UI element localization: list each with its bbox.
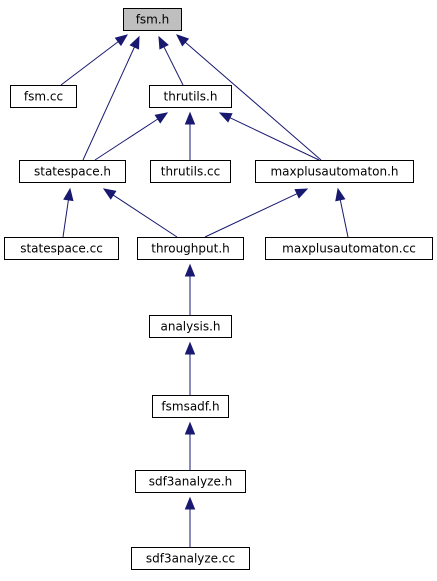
edge-fsm_cc-to-fsm_h [60, 34, 129, 86]
node-label: maxplusautomaton.cc [282, 242, 416, 256]
node-maxplusautomaton-h[interactable]: maxplusautomaton.h [255, 160, 414, 183]
edge-sdf3analyze_h-to-fsmsadf_h [184, 421, 196, 470]
arrowhead [114, 34, 129, 47]
arrowhead [184, 421, 196, 435]
edge-throughput_h-to-maxplusautomaton_h [204, 188, 309, 238]
arrowhead [184, 341, 196, 355]
edge-statespace_cc-to-statespace_h [62, 187, 74, 238]
node-throughput-h[interactable]: throughput.h [137, 237, 244, 260]
arrowhead [294, 188, 309, 199]
node-label: thrutils.cc [161, 165, 220, 179]
edge-line [204, 193, 298, 238]
edge-fsmsadf_h-to-analysis_h [184, 341, 196, 395]
node-label: thrutils.h [164, 90, 218, 104]
arrowhead [184, 263, 196, 277]
node-box[interactable] [137, 237, 244, 260]
node-analysis-h[interactable]: analysis.h [149, 315, 232, 338]
node-box[interactable] [10, 85, 77, 108]
node-thrutils-cc[interactable]: thrutils.cc [150, 160, 231, 183]
node-thrutils-h[interactable]: thrutils.h [149, 85, 232, 108]
node-label: throughput.h [151, 242, 230, 256]
edge-line [94, 118, 159, 161]
node-statespace-h[interactable]: statespace.h [19, 160, 126, 183]
arrowhead [129, 35, 140, 50]
node-box[interactable] [149, 315, 232, 338]
node-box[interactable] [135, 470, 246, 493]
arrowhead [335, 187, 346, 202]
arrowhead [184, 111, 196, 125]
node-sdf3analyze-h[interactable]: sdf3analyze.h [135, 470, 246, 493]
node-maxplusautomaton-cc[interactable]: maxplusautomaton.cc [265, 237, 433, 260]
edge-thrutils_h-to-fsm_h [158, 35, 184, 86]
edge-sdf3analyze_cc-to-sdf3analyze_h [184, 496, 196, 547]
edge-line [62, 199, 69, 238]
arrowhead [176, 34, 190, 47]
node-label: statespace.h [34, 165, 111, 179]
node-label: fsm.h [136, 13, 170, 27]
node-box[interactable] [123, 8, 182, 31]
node-box[interactable] [131, 547, 250, 570]
edge-line [163, 46, 184, 86]
arrowhead [218, 112, 233, 123]
edge-line [339, 199, 349, 238]
node-box[interactable] [265, 237, 433, 260]
arrowhead [102, 188, 117, 200]
node-fsm-h[interactable]: fsm.h [123, 8, 182, 31]
node-label: fsm.cc [24, 90, 63, 104]
node-label: sdf3analyze.cc [146, 552, 235, 566]
edge-maxplusautomaton_cc-to-maxplusautomaton_h [335, 187, 349, 238]
node-box[interactable] [149, 85, 232, 108]
node-box[interactable] [255, 160, 414, 183]
edge-maxplusautomaton_h-to-fsm_h [176, 34, 322, 161]
node-label: fsmsadf.h [161, 400, 219, 414]
node-box[interactable] [152, 395, 229, 418]
node-label: statespace.cc [20, 242, 103, 256]
node-fsmsadf-h[interactable]: fsmsadf.h [152, 395, 229, 418]
edge-line [82, 46, 135, 161]
edge-line [60, 41, 119, 86]
node-box[interactable] [150, 160, 231, 183]
edge-line [184, 41, 322, 161]
nodes-layer: fsm.h fsm.cc thrutils.h statespace.h thrutil… [4, 8, 433, 570]
edge-analysis_h-to-throughput_h [184, 263, 196, 315]
arrowhead [184, 496, 196, 510]
edges-layer [60, 34, 349, 547]
edge-statespace_h-to-fsm_h [82, 35, 140, 161]
node-box[interactable] [4, 237, 119, 260]
edge-maxplusautomaton_h-to-thrutils_h [218, 112, 320, 161]
node-box[interactable] [19, 160, 126, 183]
node-label: maxplusautomaton.h [270, 165, 398, 179]
arrowhead [158, 35, 169, 50]
node-label: sdf3analyze.h [149, 475, 233, 489]
edge-thrutils_cc-to-thrutils_h [184, 111, 196, 160]
arrowhead [63, 187, 74, 202]
edge-line [229, 117, 320, 161]
edge-throughput_h-to-statespace_h [102, 188, 178, 238]
edge-statespace_h-to-thrutils_h [94, 112, 169, 161]
node-statespace-cc[interactable]: statespace.cc [4, 237, 119, 260]
arrowhead [154, 112, 169, 124]
node-label: analysis.h [160, 320, 220, 334]
node-sdf3analyze-cc[interactable]: sdf3analyze.cc [131, 547, 250, 570]
node-fsm-cc[interactable]: fsm.cc [10, 85, 77, 108]
edge-line [112, 194, 178, 238]
